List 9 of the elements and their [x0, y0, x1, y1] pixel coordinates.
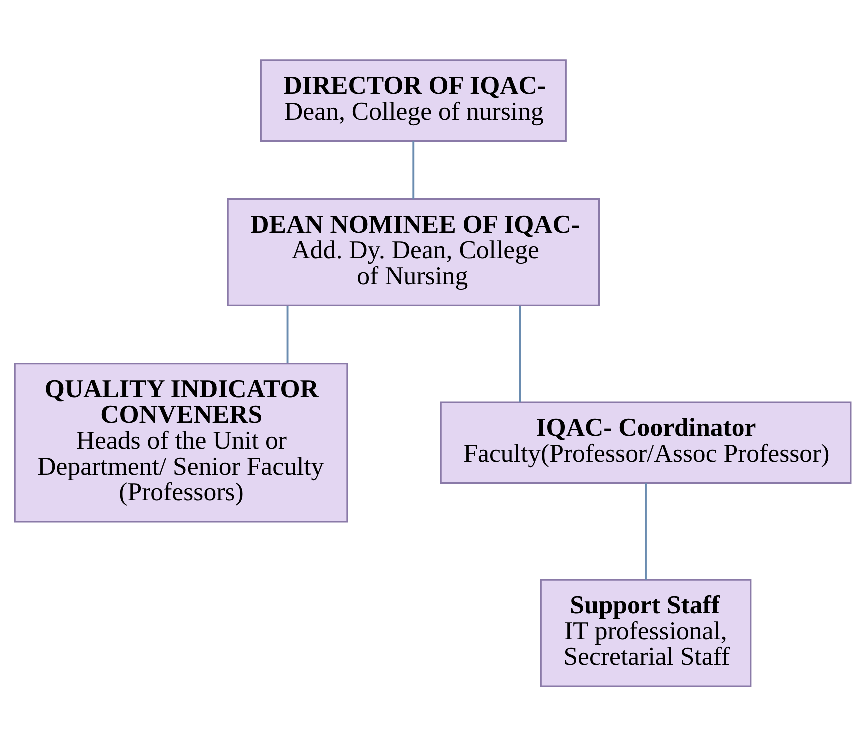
node-box: DEAN NOMINEE OF IQAC- Add. Dy. Dean, College of Nursing — [227, 198, 600, 307]
connector — [412, 141, 415, 200]
node-box: Support Staff IT professional, Secretarial Staff — [540, 579, 752, 688]
node-box: IQAC- Coordinator Faculty(Professor/Assoc Professor) — [440, 402, 852, 484]
connector — [519, 306, 522, 402]
connector — [645, 483, 647, 580]
connector — [286, 306, 289, 364]
node-box: DIRECTOR OF IQAC- Dean, College of nursing — [260, 60, 567, 142]
node-box: QUALITY INDICATOR CONVENERS Heads of the Unit or Department/ Senior Faculty (Professors) — [14, 363, 348, 523]
